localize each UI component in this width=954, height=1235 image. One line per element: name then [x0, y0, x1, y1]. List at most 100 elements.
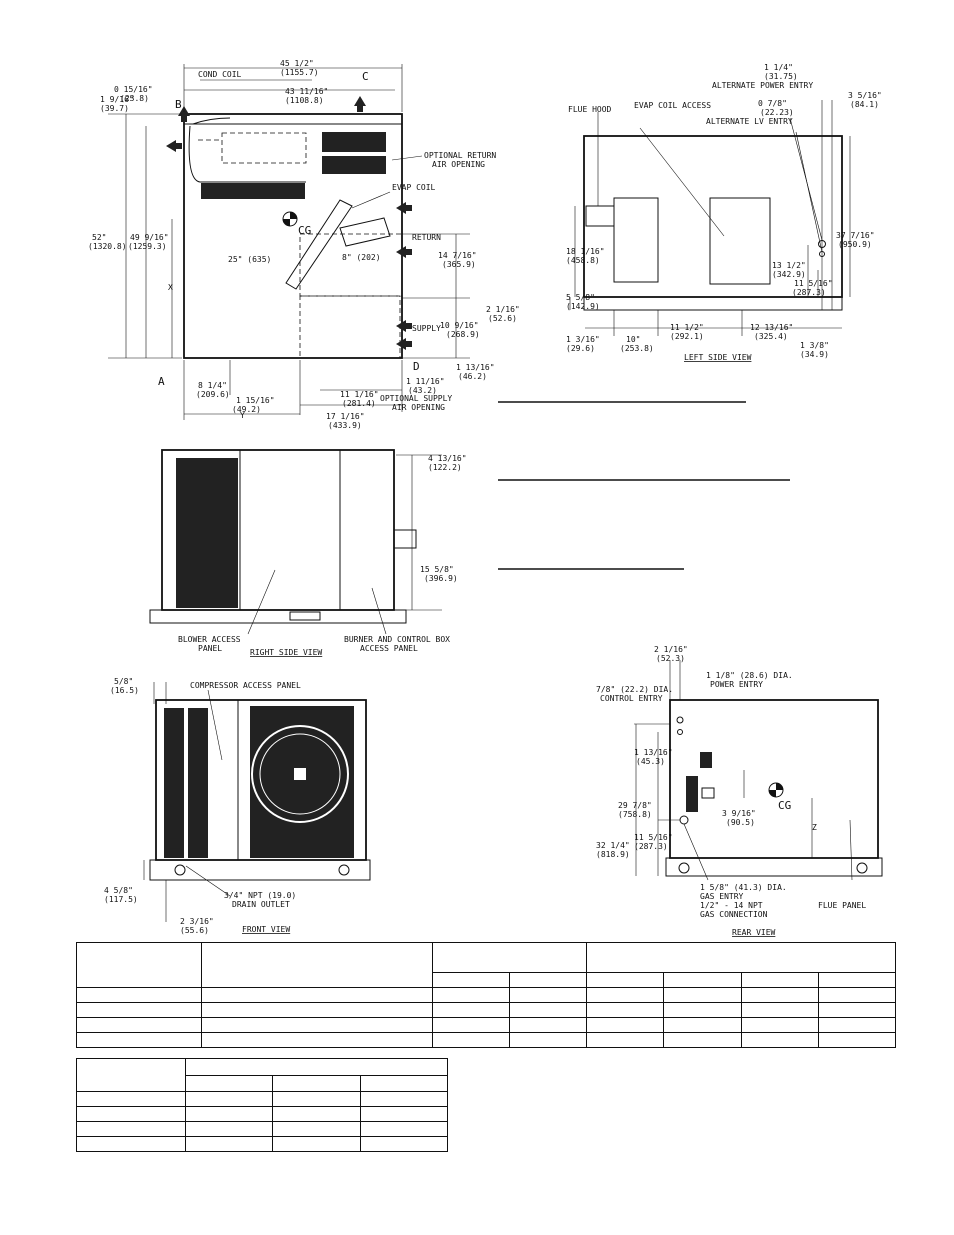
right-burner-label: BURNER AND CONTROL BOX	[344, 635, 450, 644]
front-d2-3-16: 2 3/16"	[180, 917, 214, 926]
rear-gas-entry-label: 1 5/8" (41.3) DIA.	[700, 883, 787, 892]
left-flue-hood-label: FLUE HOOD	[568, 105, 612, 114]
right-view-title: RIGHT SIDE VIEW	[250, 648, 322, 657]
left-d5-5-8: 5 5/8"	[566, 293, 595, 302]
table-cell	[586, 987, 665, 1003]
left-d1-1-4: 1 1/4"	[764, 63, 793, 72]
left-d3-5-16-mm: (84.1)	[850, 100, 879, 109]
front-view	[143, 682, 371, 922]
front-d5-8: 5/8"	[114, 677, 133, 686]
table-cell	[817, 987, 897, 1003]
table-cell	[184, 1091, 274, 1107]
top-d1-9-16: 1 9/16"	[100, 95, 134, 104]
table-cell	[586, 1017, 665, 1033]
top-supply-label: SUPPLY	[412, 324, 441, 333]
table-cell	[663, 1002, 742, 1018]
rear-d11-5-16-mm: (287.3)	[634, 842, 668, 851]
top-label-x: X	[168, 283, 173, 292]
right-d4-13-16-mm: (122.2)	[428, 463, 462, 472]
table-cell	[431, 942, 588, 973]
table-cell	[663, 1032, 742, 1048]
top-d1-11-16: 1 11/16"	[406, 377, 445, 386]
left-d18-1-16-mm: (458.8)	[566, 256, 600, 265]
rear-d32-1-4-mm: (818.9)	[596, 850, 630, 859]
top-return-label: RETURN	[412, 233, 441, 242]
top-view	[108, 64, 470, 420]
rear-control-entry-label: 7/8" (22.2) DIA.	[596, 685, 673, 694]
weights-table	[76, 1058, 449, 1152]
left-view-title: LEFT SIDE VIEW	[684, 353, 752, 362]
left-d1-3-16-mm: (29.6)	[566, 344, 595, 353]
table-cell	[272, 1121, 361, 1137]
left-d12-13-16-mm: (325.4)	[754, 332, 788, 341]
left-d10-mm: (253.8)	[620, 344, 654, 353]
table-cell	[431, 1002, 511, 1018]
right-d15-5-8-mm: (396.9)	[424, 574, 458, 583]
top-d2-1-16: 2 1/16"	[486, 305, 520, 314]
left-d5-5-8-mm: (142.9)	[566, 302, 600, 311]
rear-label-z: Z	[812, 823, 817, 832]
table-cell	[201, 1017, 433, 1033]
table-cell	[201, 1002, 433, 1018]
table-cell	[184, 1136, 274, 1152]
table-cell	[359, 1121, 449, 1137]
front-d2-3-16-mm: (55.6)	[180, 926, 209, 935]
table-cell	[509, 1017, 588, 1033]
top-cond-coil-label: COND COIL	[198, 70, 242, 79]
left-d11-5-16: 11 5/16"	[794, 279, 833, 288]
rear-d2-1-16-mm: (52.3)	[656, 654, 685, 663]
table-row	[76, 1106, 449, 1122]
top-d14-7-16-mm: (365.9)	[442, 260, 476, 269]
table-cell	[184, 1074, 274, 1092]
table-cell	[663, 987, 742, 1003]
top-inner-width: 43 11/16"	[285, 87, 328, 96]
top-overall-width-mm: (1155.7)	[280, 68, 319, 77]
rear-power-entry-label: 1 1/8" (28.6) DIA.	[706, 671, 793, 680]
dimensions-table	[76, 942, 897, 1048]
top-overall-width: 45 1/2"	[280, 59, 314, 68]
table-cell	[586, 971, 665, 989]
table-cell	[272, 1136, 361, 1152]
top-opt-supply-label-2: AIR OPENING	[392, 403, 445, 412]
table-cell	[76, 1017, 202, 1033]
table-row	[76, 1002, 897, 1018]
rear-d1-13-16-mm: (45.3)	[636, 757, 665, 766]
left-side-view	[569, 100, 851, 336]
table-cell	[184, 1121, 274, 1137]
rear-gas-entry-label-2: GAS ENTRY	[700, 892, 744, 901]
front-view-title: FRONT VIEW	[242, 925, 290, 934]
rear-gas-entry-label-4: GAS CONNECTION	[700, 910, 768, 919]
top-d1-13-16: 1 13/16"	[456, 363, 495, 372]
table-cell	[76, 1106, 186, 1122]
left-d13-1-2-mm: (342.9)	[772, 270, 806, 279]
table-cell	[817, 1002, 897, 1018]
front-d5-8-mm: (16.5)	[110, 686, 139, 695]
top-d11-1-16: 11 1/16"	[340, 390, 379, 399]
table-cell	[272, 1106, 361, 1122]
table-row	[76, 987, 897, 1003]
top-inner-depth-mm: (1259.3)	[128, 242, 167, 251]
top-label-c: C	[362, 70, 369, 83]
top-inner-width-mm: (1108.8)	[285, 96, 324, 105]
table-cell	[76, 1058, 186, 1092]
table-cell	[76, 1136, 186, 1152]
table-cell	[509, 1002, 588, 1018]
rear-d1-13-16: 1 13/16"	[634, 748, 673, 757]
rear-cg-label: CG	[778, 799, 791, 812]
table-cell	[359, 1074, 449, 1092]
table-cell	[740, 1017, 819, 1033]
table-cell	[817, 1032, 897, 1048]
top-d1-9-16-mm: (39.7)	[100, 104, 129, 113]
left-d37-7-16-mm: (950.9)	[838, 240, 872, 249]
left-alt-power-label: ALTERNATE POWER ENTRY	[712, 81, 813, 90]
rear-d3-9-16: 3 9/16"	[722, 809, 756, 818]
table-cell	[359, 1136, 449, 1152]
right-burner-label-2: ACCESS PANEL	[360, 644, 418, 653]
table-cell	[586, 1002, 665, 1018]
left-d13-1-2: 13 1/2"	[772, 261, 806, 270]
left-d3-5-16: 3 5/16"	[848, 91, 882, 100]
table-cell	[184, 1106, 274, 1122]
left-d18-1-16: 18 1/16"	[566, 247, 605, 256]
top-overall-depth-mm: (1320.8)	[88, 242, 127, 251]
top-d1-13-16-mm: (46.2)	[458, 372, 487, 381]
